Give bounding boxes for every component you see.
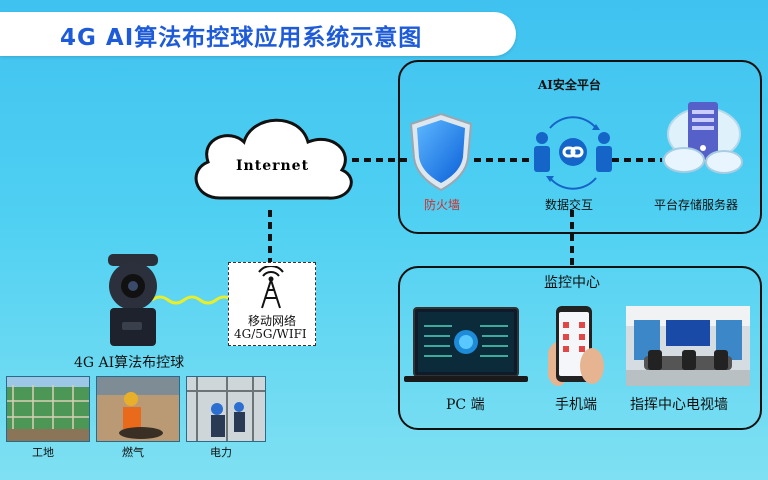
mobile-network-box: [228, 262, 316, 346]
construction-site-photo: [6, 376, 90, 442]
pc-label: PC 端: [446, 397, 485, 413]
laptop-icon: [404, 307, 528, 382]
gas-scene-photo: [96, 376, 180, 442]
network-label-line2: 4G/5G/WIFI: [234, 327, 307, 341]
antenna-tower-icon: [258, 266, 284, 309]
camera-label: 4G AI算法布控球: [74, 355, 185, 371]
monitor-center-title: 监控中心: [544, 275, 600, 291]
scene-label-construction: 工地: [32, 446, 54, 459]
mobile-phone-icon: [548, 306, 604, 386]
data-exchange-label: 数据交互: [545, 198, 594, 212]
monitor-center-panel: [398, 266, 762, 430]
server-icon: [663, 102, 743, 174]
ai-platform-panel: [398, 60, 762, 234]
server-label: 平台存储服务器: [654, 198, 739, 212]
tv-wall-photo: [626, 306, 750, 386]
shield-icon: [409, 112, 473, 192]
data-exchange-icon: [534, 116, 612, 190]
scene-label-power: 电力: [210, 446, 232, 459]
camera-ball-icon: [108, 254, 158, 346]
title-banner: [0, 12, 516, 56]
network-label-line1: 移动网络: [248, 314, 297, 328]
cloud-icon: [194, 118, 353, 200]
wireless-signal-line: [151, 295, 233, 305]
page-title: 4G AI算法布控球应用系统示意图: [60, 25, 423, 51]
mobile-label: 手机端: [555, 397, 597, 413]
firewall-label: 防火墙: [424, 198, 461, 212]
power-scene-photo: [186, 376, 266, 442]
internet-label: Internet: [236, 158, 310, 174]
ai-platform-title: AI安全平台: [538, 78, 601, 92]
tv-wall-label: 指挥中心电视墙: [630, 397, 728, 413]
scene-label-gas: 燃气: [122, 446, 144, 459]
